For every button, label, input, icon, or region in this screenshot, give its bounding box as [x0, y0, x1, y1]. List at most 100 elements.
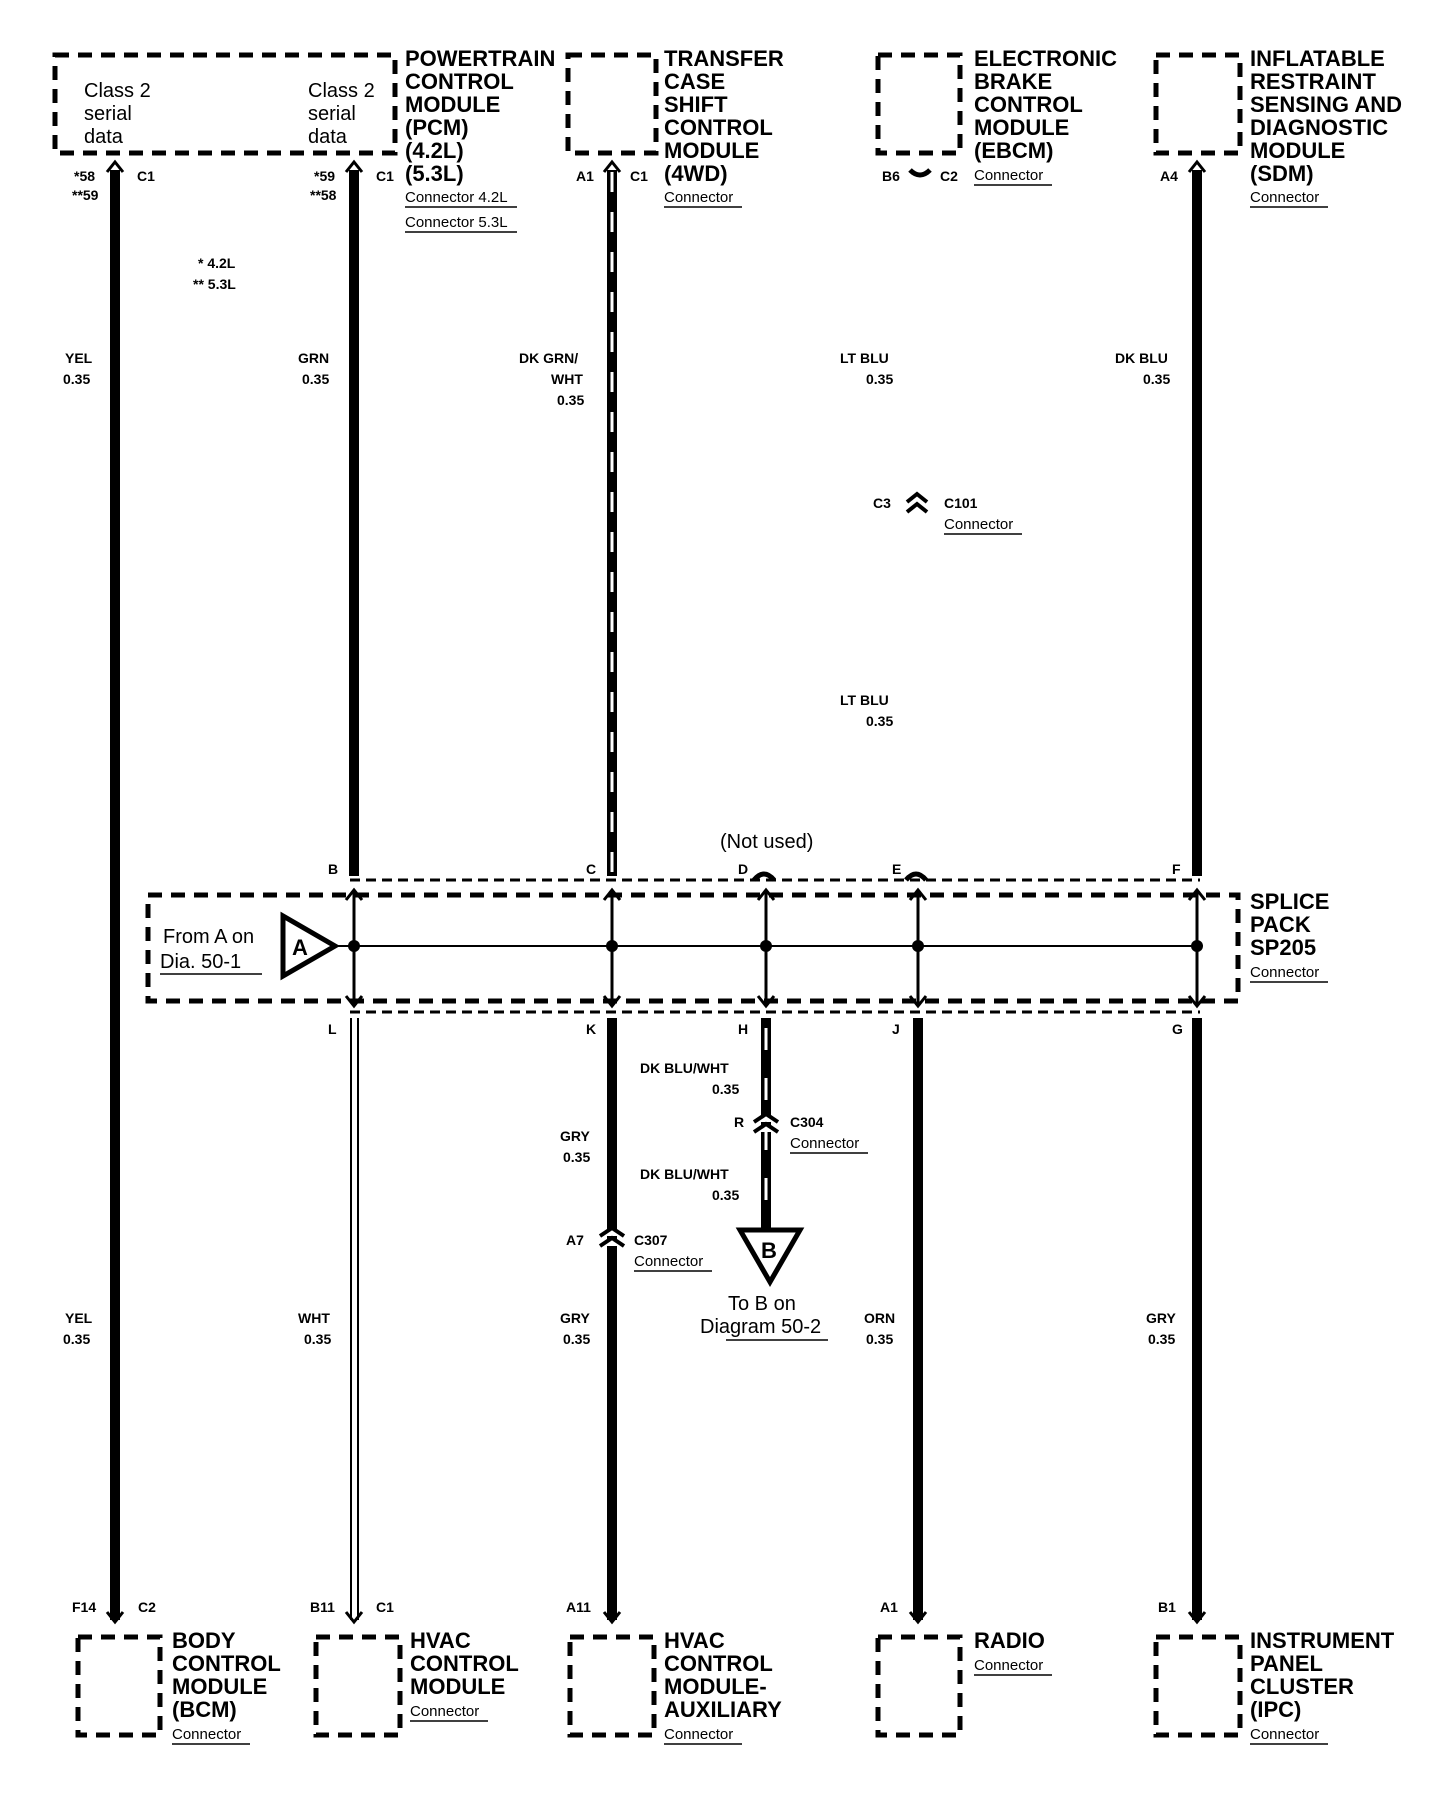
splice-arrow-up-2 — [756, 887, 776, 901]
pin-e-cap — [904, 871, 928, 882]
hvac-title-2: CONTROL — [410, 1651, 519, 1676]
label-gry-ipc: GRY — [1146, 1310, 1176, 1326]
label-grn-gauge: 0.35 — [302, 371, 329, 387]
splice-arrow-down-2 — [756, 995, 776, 1009]
ebcm-conn: C2 — [940, 168, 958, 184]
splice-arrow-down-0 — [344, 995, 364, 1009]
pcm-title-6: (5.3L) — [405, 161, 464, 186]
label-dkblu-gauge: 0.35 — [1143, 371, 1170, 387]
pcm-title-3: MODULE — [405, 92, 500, 117]
label-dkbluwht-2: DK BLU/WHT — [640, 1166, 729, 1182]
sdm-title-6: (SDM) — [1250, 161, 1314, 186]
ipc-connector: Connector — [1250, 1726, 1319, 1743]
pcm-conn-left: C1 — [137, 168, 155, 184]
splice-node-2 — [760, 940, 772, 952]
tccm-box — [565, 52, 659, 156]
ebcm-module: ELECTRONIC BRAKE CONTROL MODULE (EBCM) C… — [875, 46, 1117, 186]
c304-pin: R — [734, 1114, 744, 1130]
pcm-note-left-3: data — [84, 126, 124, 148]
splice-pin-c: C — [586, 861, 596, 877]
pcm-title-5: (4.2L) — [405, 138, 464, 163]
pin-d-cap — [752, 871, 776, 882]
label-gry-upper: GRY — [560, 1128, 590, 1144]
pcm-pin-right-a: *59 — [314, 168, 335, 184]
label-gry-lower-gauge: 0.35 — [563, 1331, 590, 1347]
c101-pin: C3 — [873, 495, 891, 511]
c101-connector: Connector — [944, 516, 1013, 533]
bcm-connector: Connector — [172, 1726, 241, 1743]
label-dkgrn-gauge: 0.35 — [557, 392, 584, 408]
hvac-aux-pin: A11 — [566, 1599, 591, 1615]
c304-symbol — [752, 1111, 780, 1134]
pcm-title-1: POWERTRAIN — [405, 46, 555, 71]
label-dkgrn: DK GRN/ — [519, 350, 578, 366]
splice-pin-f: F — [1172, 861, 1181, 877]
splice-arrow-down-3 — [908, 995, 928, 1009]
label-yel-bottom-gauge: 0.35 — [63, 1331, 90, 1347]
bcm-title-3: MODULE — [172, 1674, 267, 1699]
radio-box — [875, 1634, 963, 1738]
tccm-title-6: (4WD) — [664, 161, 728, 186]
label-ltblu-top-gauge: 0.35 — [866, 371, 893, 387]
label-yel-top-gauge: 0.35 — [63, 371, 90, 387]
bcm-pin: F14 — [72, 1599, 96, 1615]
hvac-aux-title-1: HVAC — [664, 1628, 725, 1653]
hvac-connector: Connector — [410, 1703, 479, 1720]
label-orn: ORN — [864, 1310, 895, 1326]
splice-pin-h: H — [738, 1021, 748, 1037]
splice-title-2: PACK — [1250, 912, 1311, 937]
tccm-module: TRANSFER CASE SHIFT CONTROL MODULE (4WD)… — [565, 46, 784, 208]
ipc-pin: B1 — [1158, 1599, 1176, 1615]
bcm-title-4: (BCM) — [172, 1697, 237, 1722]
ebcm-box — [875, 52, 963, 156]
ipc-title-1: INSTRUMENT — [1250, 1628, 1395, 1653]
label-ltblu-lower-gauge: 0.35 — [866, 713, 893, 729]
splice-arrow-up-4 — [1187, 887, 1207, 901]
tccm-pin: A1 — [576, 168, 594, 184]
pcm-pin-left-a: *58 — [74, 168, 95, 184]
splice-pin-j: J — [892, 1021, 900, 1037]
splice-node-4 — [1191, 940, 1203, 952]
radio-module: A1 RADIO Connector — [875, 1599, 1052, 1738]
label-orn-gauge: 0.35 — [866, 1331, 893, 1347]
splice-pack: A From A on Dia. 50-1 SPLICE PACK SP205 … — [145, 831, 1329, 1037]
sdm-connector: Connector — [1250, 189, 1319, 206]
bcm-title-1: BODY — [172, 1628, 236, 1653]
hvac-box — [313, 1634, 403, 1738]
ebcm-pin: B6 — [882, 168, 900, 184]
sdm-title-4: DIAGNOSTIC — [1250, 115, 1388, 140]
pcm-note-left-2: serial — [84, 103, 132, 125]
label-wht: WHT — [298, 1310, 330, 1326]
ebcm-title-1: ELECTRONIC — [974, 46, 1117, 71]
label-dkbluwht-1: DK BLU/WHT — [640, 1060, 729, 1076]
splice-arrow-up-3 — [908, 887, 928, 901]
sdm-title-1: INFLATABLE — [1250, 46, 1385, 71]
pcm-title-4: (PCM) — [405, 115, 469, 140]
splice-pin-d: D — [738, 861, 748, 877]
radio-connector: Connector — [974, 1657, 1043, 1674]
sdm-box — [1153, 52, 1243, 156]
from-a-triangle — [280, 911, 341, 981]
tccm-connector: Connector — [664, 189, 733, 206]
hvac-module: B11 C1 HVAC CONTROL MODULE Connector — [310, 1599, 519, 1738]
tccm-title-1: TRANSFER — [664, 46, 784, 71]
label-dkbluwht-1-gauge: 0.35 — [712, 1081, 739, 1097]
label-ltblu-lower: LT BLU — [840, 692, 889, 708]
ipc-title-2: PANEL — [1250, 1651, 1323, 1676]
sdm-title-5: MODULE — [1250, 138, 1345, 163]
pcm-note-left-1: Class 2 — [84, 80, 151, 102]
label-yel-top: YEL — [65, 350, 93, 366]
splice-connector: Connector — [1250, 964, 1319, 981]
c307-name: C307 — [634, 1232, 668, 1248]
ebcm-title-3: CONTROL — [974, 92, 1083, 117]
to-b-line1: To B on — [728, 1293, 796, 1315]
splice-pin-g: G — [1172, 1021, 1183, 1037]
hvac-aux-title-3: MODULE- — [664, 1674, 767, 1699]
splice-title-3: SP205 — [1250, 935, 1316, 960]
splice-arrow-up-0 — [344, 887, 364, 901]
sdm-pin: A4 — [1160, 168, 1178, 184]
splice-node-0 — [348, 940, 360, 952]
bcm-conn: C2 — [138, 1599, 156, 1615]
label-gry-ipc-gauge: 0.35 — [1148, 1331, 1175, 1347]
splice-arrows — [344, 887, 1207, 1009]
